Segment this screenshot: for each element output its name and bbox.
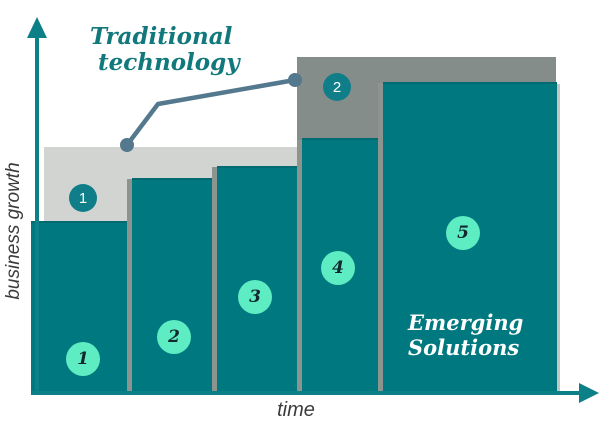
bar-right-shadow — [557, 84, 560, 392]
traditional-marker-1-label: 1 — [78, 189, 88, 207]
bar-badge-2-label: 2 — [168, 327, 180, 347]
emerging-solutions-label-line1: Emerging — [408, 310, 524, 335]
traditional-connector-line — [125, 77, 296, 147]
traditional-marker-2: 2 — [323, 73, 351, 101]
x-axis-arrowhead-icon — [579, 383, 599, 403]
bar-badge-1: 1 — [66, 342, 100, 376]
bar-badge-5-label: 5 — [457, 223, 469, 243]
emerging-solutions-label-line2: Solutions — [408, 335, 520, 360]
bar-badge-3: 3 — [238, 280, 272, 314]
bar-gap-shadow — [297, 140, 302, 392]
traditional-marker-2-label: 2 — [332, 78, 342, 96]
traditional-technology-title-line2: technology — [98, 49, 240, 76]
bar-badge-2: 2 — [157, 320, 191, 354]
bar-badge-4: 4 — [321, 251, 355, 285]
bar-badge-4-label: 4 — [332, 258, 344, 278]
growth-bar-2 — [132, 178, 212, 394]
y-axis-arrowhead-icon — [27, 17, 47, 38]
y-axis-label: business growth — [3, 162, 24, 300]
traditional-marker-1: 1 — [69, 184, 97, 212]
bar-badge-3-label: 3 — [249, 287, 261, 307]
bar-badge-5: 5 — [446, 216, 480, 250]
traditional-technology-title-line1: Traditional — [90, 23, 233, 50]
x-axis-label: time — [277, 399, 315, 421]
bar-gap-shadow — [378, 83, 383, 392]
bar-gap-shadow — [127, 179, 132, 392]
bar-badge-1-label: 1 — [77, 349, 89, 369]
bar-gap-shadow — [212, 167, 217, 392]
